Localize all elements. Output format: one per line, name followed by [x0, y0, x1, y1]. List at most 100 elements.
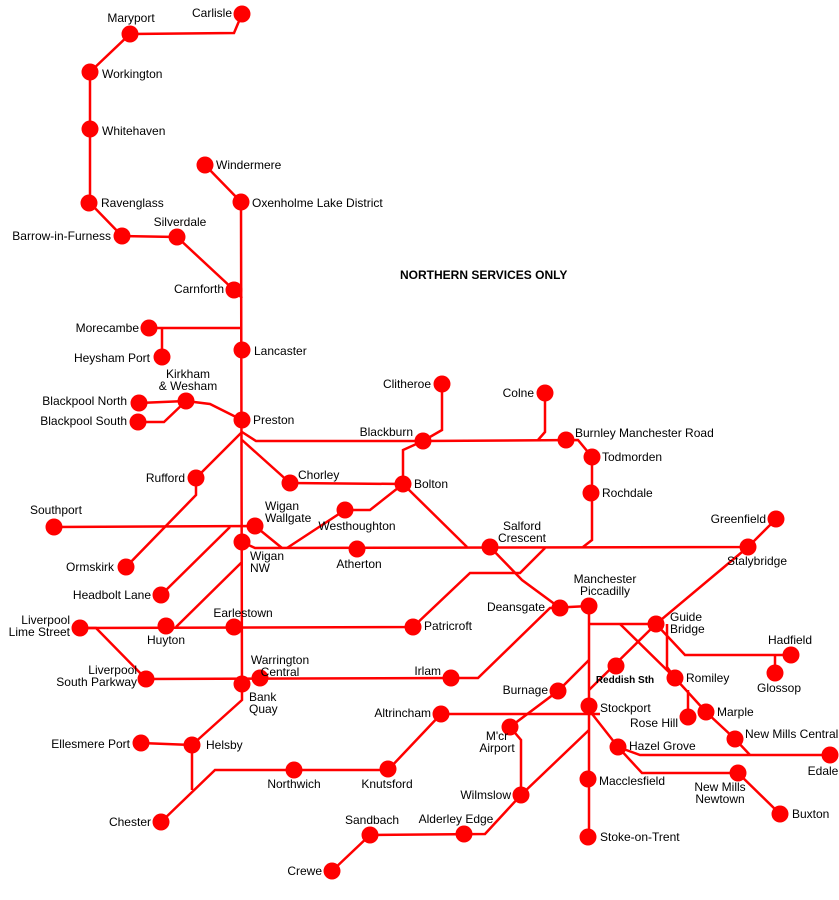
station-marker[interactable]	[129, 413, 147, 431]
station-burnage[interactable]: Burnage	[503, 682, 567, 700]
station-marker[interactable]	[414, 432, 432, 450]
station-marker[interactable]	[140, 319, 158, 337]
station-irlam[interactable]: Irlam	[414, 664, 460, 687]
station-marker[interactable]	[137, 670, 155, 688]
station-marker[interactable]	[81, 120, 99, 138]
station-blackpool-north[interactable]: Blackpool North	[42, 394, 148, 412]
station-chorley[interactable]: Chorley	[281, 468, 340, 492]
station-marker[interactable]	[580, 597, 598, 615]
station-marker[interactable]	[536, 384, 554, 402]
station-clitheroe[interactable]: Clitheroe	[383, 375, 451, 393]
station-marker[interactable]	[233, 675, 251, 693]
station-reddish-sth[interactable]: Reddish Sth	[596, 657, 654, 687]
station-marker[interactable]	[121, 25, 139, 43]
station-hazel-grove[interactable]: Hazel Grove	[609, 738, 697, 756]
station-colne[interactable]: Colne	[503, 384, 554, 402]
station-marker[interactable]	[132, 734, 150, 752]
station-windermere[interactable]: Windermere	[196, 156, 282, 174]
station-bolton[interactable]: Bolton	[394, 475, 449, 493]
station-marker[interactable]	[404, 618, 422, 636]
station-sandbach[interactable]: Sandbach	[345, 813, 399, 844]
station-marker[interactable]	[433, 375, 451, 393]
station-ormskirk[interactable]: Ormskirk	[66, 558, 135, 576]
station-stoke-on-trent[interactable]: Stoke-on-Trent	[579, 828, 681, 846]
station-marker[interactable]	[45, 518, 63, 536]
station-marker[interactable]	[766, 664, 784, 682]
station-marker[interactable]	[81, 63, 99, 81]
station-marker[interactable]	[481, 538, 499, 556]
station-marker[interactable]	[251, 669, 269, 687]
station-marker[interactable]	[187, 469, 205, 487]
station-todmorden[interactable]: Todmorden	[583, 448, 663, 466]
station-blackpool-south[interactable]: Blackpool South	[40, 413, 147, 431]
station-marker[interactable]	[679, 708, 697, 726]
station-glossop[interactable]: Glossop	[757, 664, 801, 696]
station-marker[interactable]	[152, 586, 170, 604]
station-stalybridge[interactable]: Stalybridge	[727, 538, 787, 569]
station-earlestown[interactable]: Earlestown	[213, 606, 273, 636]
station-marker[interactable]	[582, 484, 600, 502]
station-marker[interactable]	[697, 703, 715, 721]
station-marker[interactable]	[117, 558, 135, 576]
station-marker[interactable]	[196, 156, 214, 174]
station-whitehaven[interactable]: Whitehaven	[81, 120, 166, 139]
station-marker[interactable]	[666, 669, 684, 687]
station-marker[interactable]	[583, 448, 601, 466]
station-marker[interactable]	[726, 730, 744, 748]
station-buxton[interactable]: Buxton	[771, 805, 830, 823]
station-marker[interactable]	[80, 194, 98, 212]
station-silverdale[interactable]: Silverdale	[154, 215, 207, 246]
station-marker[interactable]	[580, 697, 598, 715]
station-carnforth[interactable]: Carnforth	[174, 281, 243, 299]
station-macclesfield[interactable]: Macclesfield	[579, 770, 666, 789]
station-marker[interactable]	[246, 517, 264, 535]
station-marker[interactable]	[285, 761, 303, 779]
station-helsby[interactable]: Helsby	[183, 736, 243, 754]
station-marker[interactable]	[557, 431, 575, 449]
station-carlisle[interactable]: Carlisle	[192, 5, 251, 23]
station-marker[interactable]	[647, 615, 665, 633]
station-deansgate[interactable]: Deansgate	[487, 599, 569, 617]
station-marker[interactable]	[394, 475, 412, 493]
station-marker[interactable]	[512, 786, 530, 804]
station-maryport[interactable]: Maryport	[107, 11, 155, 43]
station-marker[interactable]	[336, 501, 354, 519]
station-marker[interactable]	[152, 813, 170, 831]
station-marker[interactable]	[771, 805, 789, 823]
station-marker[interactable]	[233, 5, 251, 23]
station-marker[interactable]	[130, 394, 148, 412]
station-marker[interactable]	[432, 705, 450, 723]
station-marker[interactable]	[113, 227, 131, 245]
station-preston[interactable]: Preston	[233, 411, 295, 429]
station-romiley[interactable]: Romiley	[666, 669, 730, 687]
station-huyton[interactable]: Huyton	[147, 617, 185, 648]
station-wilmslow[interactable]: Wilmslow	[460, 786, 530, 804]
station-altrincham[interactable]: Altrincham	[374, 705, 450, 723]
station-headbolt-lane[interactable]: Headbolt Lane	[73, 586, 170, 604]
station-marker[interactable]	[501, 718, 519, 736]
station-lancaster[interactable]: Lancaster	[233, 341, 307, 359]
station-rochdale[interactable]: Rochdale	[582, 484, 654, 502]
station-marker[interactable]	[157, 617, 175, 635]
station-greenfield[interactable]: Greenfield	[711, 510, 785, 528]
station-marker[interactable]	[168, 228, 186, 246]
station-knutsford[interactable]: Knutsford	[361, 760, 413, 792]
station-ravenglass[interactable]: Ravenglass	[80, 194, 164, 212]
station-marker[interactable]	[609, 738, 627, 756]
station-morecambe[interactable]: Morecambe	[76, 319, 158, 337]
station-marker[interactable]	[232, 193, 250, 211]
station-rose-hill[interactable]: Rose Hill	[630, 708, 697, 731]
station-northwich[interactable]: Northwich	[267, 761, 321, 792]
station-marker[interactable]	[233, 533, 251, 551]
station-marker[interactable]	[579, 770, 597, 788]
station-marker[interactable]	[607, 657, 625, 675]
station-marker[interactable]	[71, 619, 89, 637]
station-marker[interactable]	[225, 618, 243, 636]
station-marker[interactable]	[442, 669, 460, 687]
